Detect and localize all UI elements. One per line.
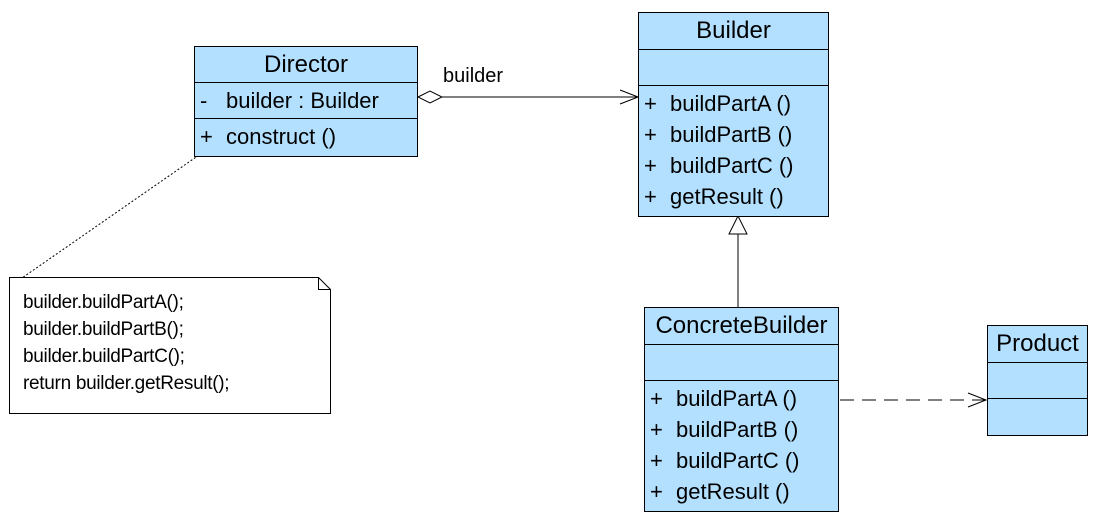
aggregation-diamond [416,90,444,104]
visibility-marker: + [200,124,213,149]
operation-row: + getResult () [650,476,838,507]
attributes-section: -builder : Builder [195,83,417,119]
operation-row: + buildPartA () [644,88,828,119]
operation-row: + construct () [200,121,417,152]
operation-row: + buildPartB () [650,414,838,445]
note-shape [9,277,331,414]
operations-section: + construct () [195,119,417,154]
attribute-text: builder : Builder [226,88,379,113]
visibility-marker: + [650,417,663,442]
attribute-row: -builder : Builder [200,85,417,116]
dependency-arrowhead [967,392,988,408]
visibility-marker: + [650,479,663,504]
operation-text: buildPartB () [670,122,793,147]
visibility-marker: + [644,153,657,178]
note-fold [318,277,331,290]
operation-row: + getResult () [644,181,828,212]
operation-text: getResult () [670,184,784,209]
operation-text: buildPartA () [670,91,792,116]
note-line: builder.buildPartC(); [23,346,185,367]
attributes-section [645,345,838,381]
generalization-triangle [728,214,748,235]
visibility-marker: + [644,91,657,116]
class-director[interactable]: Director -builder : Builder + construct (… [194,46,418,157]
attributes-section [639,50,828,86]
operation-text: buildPartC () [670,153,794,178]
note-line: builder.buildPartB(); [23,319,184,340]
class-concrete-builder[interactable]: ConcreteBuilder + buildPartA () + buildPar… [644,307,839,512]
operations-section: + buildPartA () + buildPartB () + buildPart… [639,86,828,214]
association-role-label: builder [443,65,504,87]
attributes-section [988,363,1087,399]
note-line: return builder.getResult(); [23,373,230,394]
note-line: builder.buildPartA(); [23,292,184,313]
visibility-marker: + [644,122,657,147]
operations-section [988,399,1087,435]
note-text: builder.buildPartA(); builder.buildPartB… [23,289,230,397]
class-name: Director [195,47,417,83]
visibility-marker: - [200,88,208,113]
class-builder[interactable]: Builder + buildPartA () + buildPartB () + b… [638,12,829,217]
operation-text: buildPartC () [676,448,800,473]
visibility-marker: + [644,184,657,209]
class-product[interactable]: Product [987,325,1088,436]
class-name: Builder [639,13,828,50]
operation-text: buildPartA () [676,386,798,411]
class-name: ConcreteBuilder [645,308,838,345]
visibility-marker: + [650,386,663,411]
operation-text: getResult () [676,479,790,504]
operation-text: construct () [226,124,337,149]
operation-row: + buildPartC () [650,445,838,476]
visibility-marker: + [650,448,663,473]
operation-row: + buildPartA () [650,383,838,414]
class-name: Product [988,326,1087,363]
operations-section: + buildPartA () + buildPartB () + buildPart… [645,381,838,509]
operation-row: + buildPartB () [644,119,828,150]
note-anchor-line [21,145,213,279]
operation-row: + buildPartC () [644,150,828,181]
operation-text: buildPartB () [676,417,799,442]
